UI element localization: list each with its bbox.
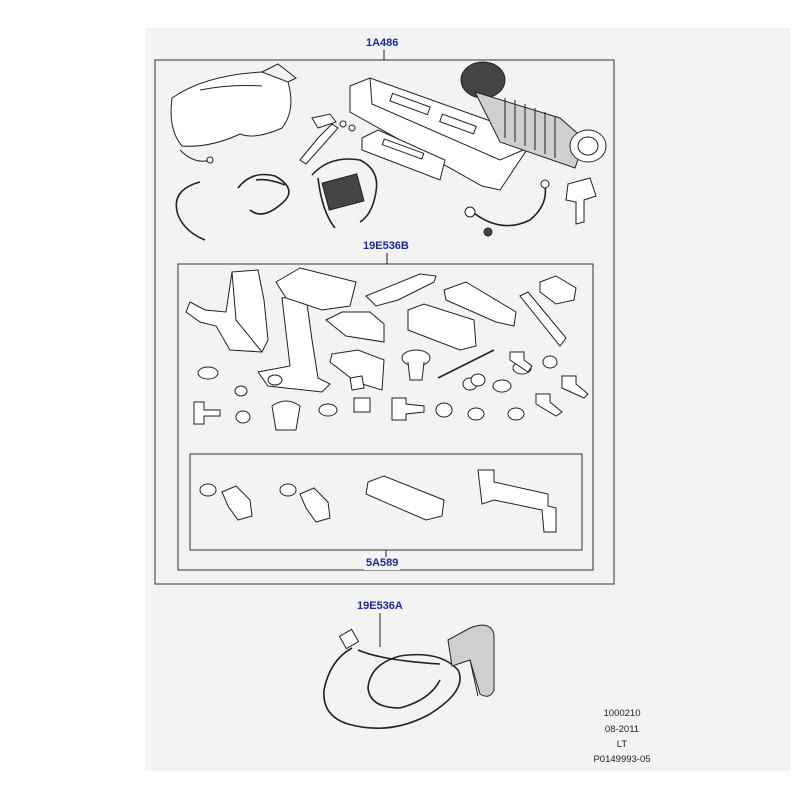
plate-middle (407, 303, 477, 351)
wiring-harness (175, 158, 550, 241)
bracket-left (185, 269, 269, 353)
footer-date: 08-2011 (604, 724, 640, 735)
block (539, 275, 577, 305)
bracket-right (257, 295, 331, 393)
mounting-clip (299, 113, 356, 165)
callout-bracket-kit: 19E536B (361, 240, 411, 253)
footer-code: LT (616, 739, 628, 750)
subkit-parts (199, 469, 557, 533)
callout-remote: 19E536A (355, 600, 405, 613)
fasteners (193, 351, 589, 431)
remote-control (323, 624, 495, 729)
bracket-small (325, 311, 385, 391)
winch-mount-plate (565, 177, 597, 225)
strip-upper (365, 273, 437, 307)
footer-illustration-id: P0149993-05 (593, 754, 651, 765)
grommet (401, 349, 431, 381)
fairlead (361, 129, 446, 181)
strip-right (443, 281, 517, 327)
callout-sub-kit: 5A589 (364, 557, 401, 570)
footer-ref-number: 1000210 (603, 708, 641, 719)
link-arm (519, 291, 567, 347)
winch-motor (460, 61, 607, 169)
callout-kit-main: 1A486 (364, 37, 401, 50)
winch-bumper-bracket (349, 77, 529, 191)
winch-cover (170, 63, 297, 164)
cable-tie (437, 349, 495, 379)
plate-upper (275, 267, 357, 311)
bracket-kit-frame (177, 263, 594, 571)
